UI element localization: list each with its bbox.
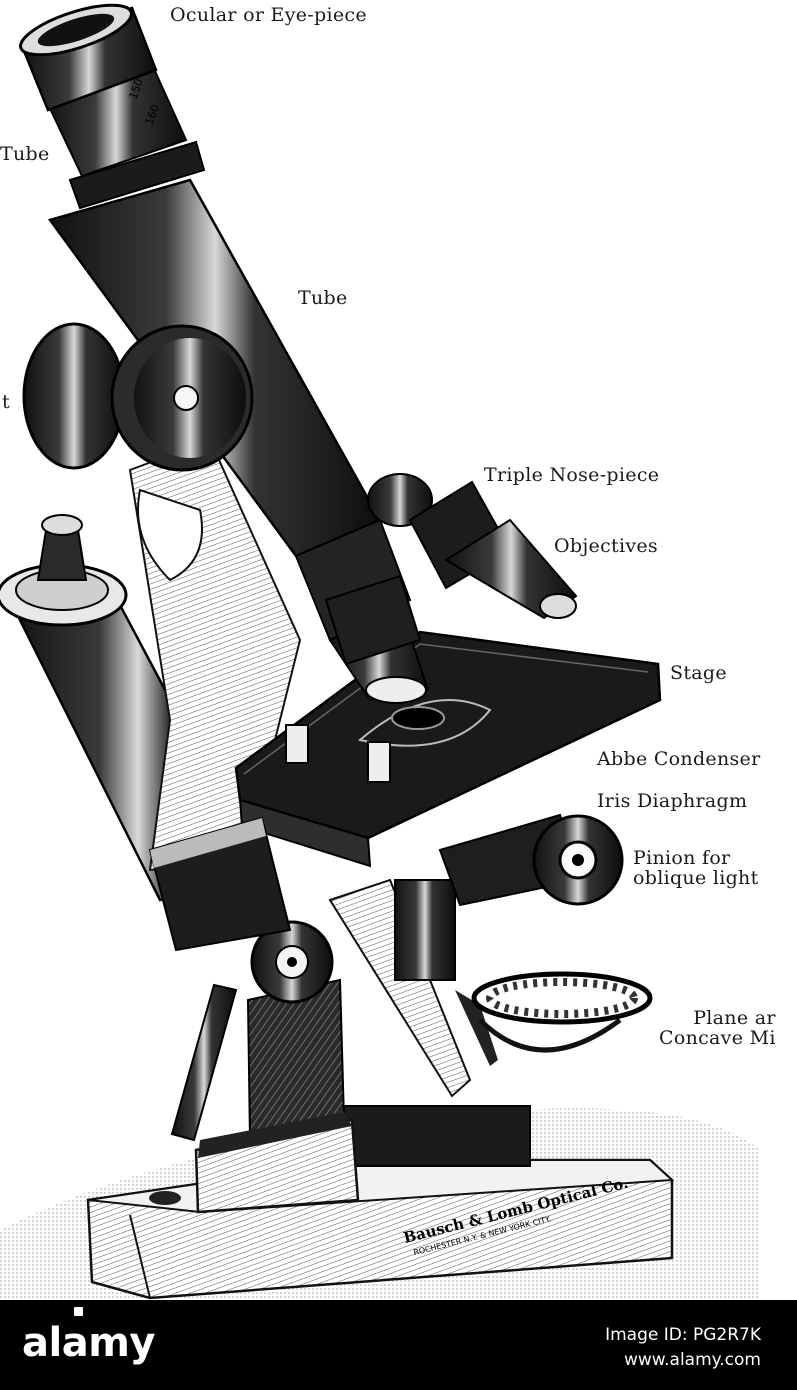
label-draw-tube: Tube (0, 143, 50, 165)
label-pinion: Pinion for oblique light (633, 847, 759, 889)
nose-piece-objectives (324, 473, 578, 666)
label-ocular: Ocular or Eye-piece (170, 4, 367, 26)
label-fragment-t: t (2, 391, 10, 413)
label-iris-diaphragm: Iris Diaphragm (597, 790, 748, 812)
mirror (455, 971, 653, 1066)
coarse-knob (250, 920, 334, 1004)
fine-adjustment-knobs (22, 322, 254, 472)
site-url: www.alamy.com (623, 1350, 761, 1370)
brand-logo: alamy (22, 1320, 155, 1366)
tripod-leg (170, 983, 238, 1142)
label-abbe-condenser: Abbe Condenser (597, 748, 761, 770)
microscope-figure: 150 160 Bausch & Lomb Optical Co. ROCHES… (0, 3, 776, 1300)
microscope-illustration: 150 160 Bausch & Lomb Optical Co. ROCHES… (0, 3, 760, 1300)
substage-assembly (328, 813, 624, 1098)
microscope-pillar (194, 978, 360, 1214)
label-objectives: Objectives (554, 535, 658, 557)
label-stage: Stage (670, 662, 727, 684)
watermark-footer: alamy Image ID: PG2R7K www.alamy.com (0, 1300, 797, 1390)
label-triple-nose-piece: Triple Nose-piece (484, 464, 660, 486)
label-mirror: Plane ar Concave Mi (659, 1007, 776, 1049)
stage (234, 630, 662, 868)
label-tube: Tube (298, 287, 348, 309)
ocular-eyepiece: 150 160 (19, 3, 206, 210)
brand-logo-mark (74, 1307, 83, 1316)
image-id: Image ID: PG2R7K (605, 1325, 761, 1345)
tube-collar (148, 816, 292, 952)
